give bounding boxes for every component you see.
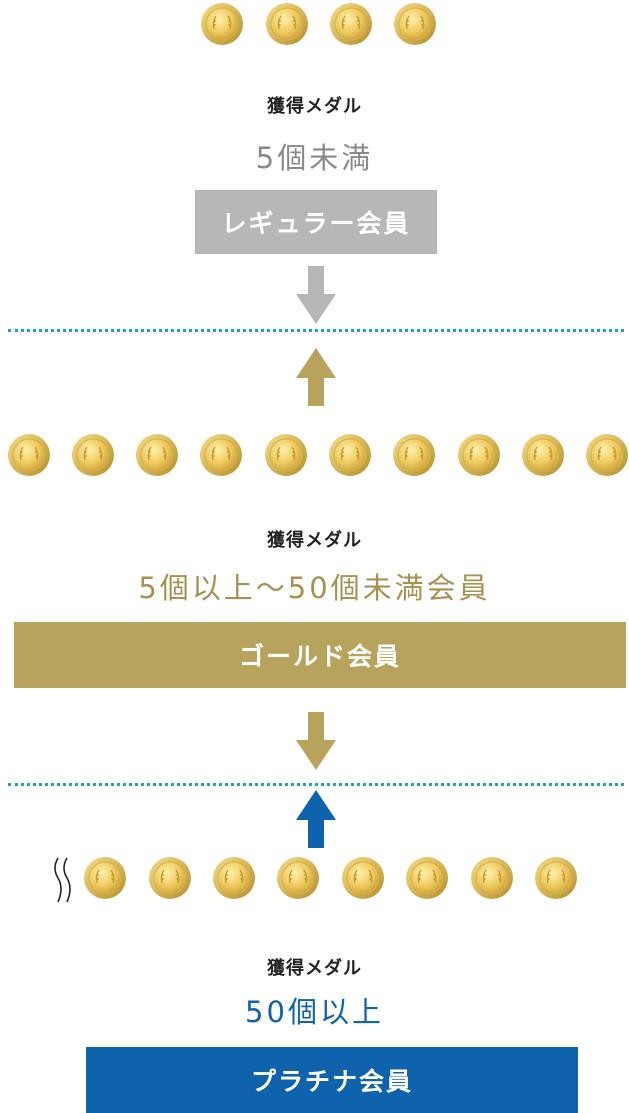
gold-medal-icon	[212, 856, 256, 900]
arrow-down-icon	[296, 712, 336, 770]
gold-medal-icon	[329, 2, 373, 46]
platinum-earned-medals-label: 獲得メダル	[267, 958, 362, 979]
regular-earned-medals-label: 獲得メダル	[267, 96, 362, 117]
gold-earned-medals-label: 獲得メダル	[267, 530, 362, 551]
wavy-lines-icon	[54, 857, 71, 903]
gold-medal-icon	[585, 433, 629, 477]
arrow-up-icon	[296, 790, 336, 848]
gold-medal-icon	[264, 433, 308, 477]
gold-medal-icon	[265, 2, 309, 46]
regular-member-badge: レギュラー会員	[195, 190, 437, 254]
gold-medal-icon	[341, 856, 385, 900]
gold-medal-icon	[534, 856, 578, 900]
gold-requirement-text: 5個以上～50個未満会員	[138, 571, 491, 605]
gold-medal-icon	[392, 433, 436, 477]
tier-divider-1	[8, 329, 624, 332]
arrow-down-icon	[296, 266, 336, 324]
platinum-requirement-text: 50個以上	[245, 995, 384, 1029]
gold-medal-icon	[148, 856, 192, 900]
regular-requirement-text: 5個未満	[255, 141, 374, 175]
gold-medal-icon	[405, 856, 449, 900]
arrow-up-icon	[296, 348, 336, 406]
regular-medal-row	[0, 2, 629, 46]
gold-medal-icon	[470, 856, 514, 900]
platinum-medal-row	[0, 856, 629, 900]
gold-member-badge: ゴールド会員	[14, 622, 626, 688]
gold-medal-icon	[200, 2, 244, 46]
gold-medal-icon	[276, 856, 320, 900]
gold-medal-icon	[393, 2, 437, 46]
gold-medal-icon	[328, 433, 372, 477]
gold-medal-row	[0, 433, 629, 477]
gold-medal-icon	[7, 433, 51, 477]
gold-medal-icon	[71, 433, 115, 477]
gold-medal-icon	[199, 433, 243, 477]
tier-divider-2	[8, 783, 624, 786]
platinum-member-badge: プラチナ会員	[86, 1047, 578, 1113]
gold-medal-icon	[457, 433, 501, 477]
gold-medal-icon	[135, 433, 179, 477]
gold-medal-icon	[521, 433, 565, 477]
gold-medal-icon	[83, 856, 127, 900]
